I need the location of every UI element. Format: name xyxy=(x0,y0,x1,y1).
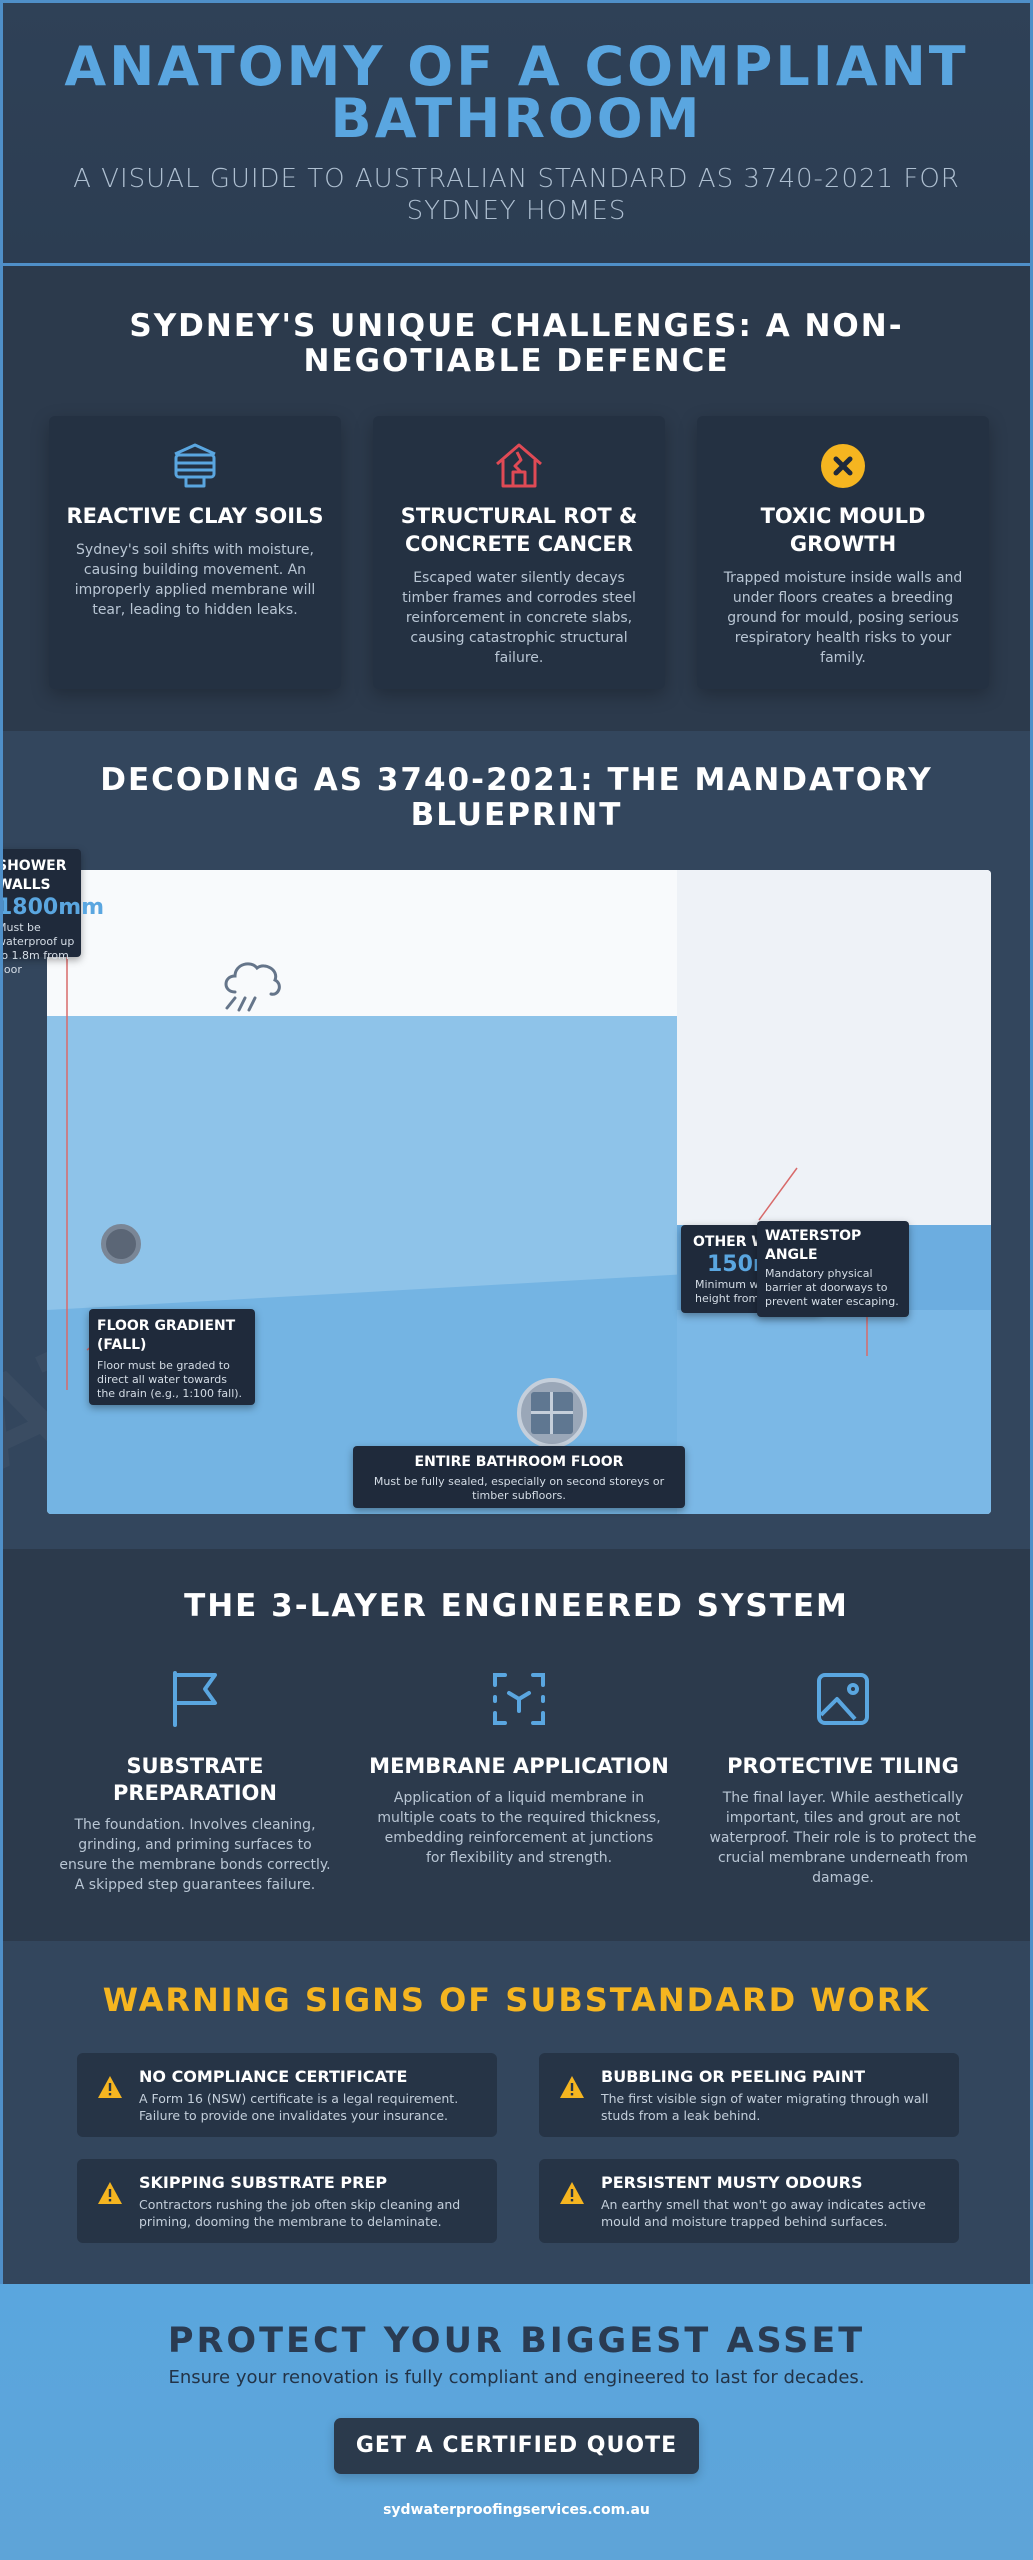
header: ANATOMY OF A COMPLIANT BATHROOM A VISUAL… xyxy=(3,3,1030,266)
warning-icon xyxy=(559,2181,585,2205)
decoding-section: AT DECODING AS 3740-2021: THE MANDATORY … xyxy=(3,731,1030,1549)
callout-title: WATERSTOP ANGLE xyxy=(765,1228,862,1263)
callout-waterstop: WATERSTOP ANGLE Mandatory physical barri… xyxy=(757,1221,909,1317)
infographic-frame: ANATOMY OF A COMPLIANT BATHROOM A VISUAL… xyxy=(0,0,1033,2284)
callout-title: SHOWER WALLS xyxy=(3,858,67,893)
hazard-x-icon xyxy=(697,440,989,492)
callout-title: ENTIRE BATHROOM FLOOR xyxy=(414,1454,624,1470)
warning-text: The first visible sign of water migratin… xyxy=(601,2091,929,2123)
warnings-section: WARNING SIGNS OF SUBSTANDARD WORK NO COM… xyxy=(3,1941,1030,2284)
callout-value: 1800mm xyxy=(3,895,105,920)
callout-title: FLOOR GRADIENT (FALL) xyxy=(97,1318,236,1353)
callout-desc: Must be fully sealed, especially on seco… xyxy=(373,1475,665,1502)
warning-item: NO COMPLIANCE CERTIFICATE A Form 16 (NSW… xyxy=(77,2053,497,2137)
layer-title: SUBSTRATE PREPARATION xyxy=(113,1754,277,1805)
house-damage-icon xyxy=(373,440,665,492)
layer-tiling: PROTECTIVE TILING The final layer. While… xyxy=(693,1667,993,1888)
warning-title: NO COMPLIANCE CERTIFICATE xyxy=(139,2067,408,2086)
warning-icon xyxy=(97,2181,123,2205)
layer-text: The foundation. Involves cleaning, grind… xyxy=(59,1817,331,1893)
layer-membrane: MEMBRANE APPLICATION Application of a li… xyxy=(369,1667,669,1868)
challenges-title: SYDNEY'S UNIQUE CHALLENGES: A NON-NEGOTI… xyxy=(129,308,904,379)
callout-desc: Mandatory physical barrier at doorways t… xyxy=(765,1267,899,1308)
callout-floor-gradient: FLOOR GRADIENT (FALL) Floor must be grad… xyxy=(89,1309,255,1405)
callout-desc: Must be waterproof up to 1.8m from floor xyxy=(3,921,75,976)
warning-title: BUBBLING OR PEELING PAINT xyxy=(601,2067,866,2086)
challenge-card-mould: TOXIC MOULD GROWTH Trapped moisture insi… xyxy=(697,416,989,689)
website-link[interactable]: sydwaterproofingservices.com.au xyxy=(383,2502,650,2518)
layers-section: THE 3-LAYER ENGINEERED SYSTEM SUBSTRATE … xyxy=(3,1549,1030,1941)
cta-title: PROTECT YOUR BIGGEST ASSET xyxy=(167,2321,866,2361)
get-quote-button[interactable]: GET A CERTIFIED QUOTE xyxy=(334,2418,699,2474)
warning-icon xyxy=(559,2075,585,2099)
challenge-card-clay: REACTIVE CLAY SOILS Sydney's soil shifts… xyxy=(49,416,341,689)
warning-title: SKIPPING SUBSTRATE PREP xyxy=(139,2173,388,2192)
page-title: ANATOMY OF A COMPLIANT BATHROOM xyxy=(64,35,969,150)
tap-knob xyxy=(101,1224,141,1264)
layer-title: MEMBRANE APPLICATION xyxy=(369,1754,669,1778)
layer-substrate: SUBSTRATE PREPARATION The foundation. In… xyxy=(45,1667,345,1895)
challenge-title: STRUCTURAL ROT & CONCRETE CANCER xyxy=(400,504,638,556)
image-icon xyxy=(693,1667,993,1731)
foundation-icon xyxy=(49,440,341,492)
warning-item: PERSISTENT MUSTY ODOURS An earthy smell … xyxy=(539,2159,959,2243)
layer-text: Application of a liquid membrane in mult… xyxy=(377,1790,661,1866)
warning-title: PERSISTENT MUSTY ODOURS xyxy=(601,2173,863,2192)
layers-title: THE 3-LAYER ENGINEERED SYSTEM xyxy=(184,1588,849,1624)
warnings-title: WARNING SIGNS OF SUBSTANDARD WORK xyxy=(102,1981,931,2019)
floor-drain-icon xyxy=(517,1378,587,1448)
page-subtitle: A VISUAL GUIDE TO AUSTRALIAN STANDARD AS… xyxy=(73,164,960,226)
callout-entire-floor: ENTIRE BATHROOM FLOOR Must be fully seal… xyxy=(353,1446,685,1508)
back-wall xyxy=(47,870,677,1016)
warning-text: Contractors rushing the job often skip c… xyxy=(139,2197,461,2229)
challenge-card-rot: STRUCTURAL ROT & CONCRETE CANCER Escaped… xyxy=(373,416,665,689)
challenge-text: Escaped water silently decays timber fra… xyxy=(402,570,636,666)
cta-section: PROTECT YOUR BIGGEST ASSET Ensure your r… xyxy=(0,2284,1033,2560)
warning-item: SKIPPING SUBSTRATE PREP Contractors rush… xyxy=(77,2159,497,2243)
warning-item: BUBBLING OR PEELING PAINT The first visi… xyxy=(539,2053,959,2137)
warning-icon xyxy=(97,2075,123,2099)
layer-title: PROTECTIVE TILING xyxy=(727,1754,959,1778)
flag-icon xyxy=(45,1667,345,1731)
warning-text: An earthy smell that won't go away indic… xyxy=(601,2197,926,2229)
layers-select-icon xyxy=(369,1667,669,1731)
challenge-title: REACTIVE CLAY SOILS xyxy=(66,504,324,528)
warning-text: A Form 16 (NSW) certificate is a legal r… xyxy=(139,2091,459,2123)
callout-desc: Floor must be graded to direct all water… xyxy=(97,1359,243,1400)
challenge-text: Trapped moisture inside walls and under … xyxy=(723,570,963,666)
bathroom-diagram xyxy=(47,870,991,1514)
shower-head-icon xyxy=(217,952,287,1020)
callout-shower-walls: SHOWER WALLS 1800mm Must be waterproof u… xyxy=(3,849,105,976)
cta-subtitle: Ensure your renovation is fully complian… xyxy=(168,2367,865,2388)
decoding-title: DECODING AS 3740-2021: THE MANDATORY BLU… xyxy=(100,762,933,833)
challenge-title: TOXIC MOULD GROWTH xyxy=(760,504,926,556)
layer-text: The final layer. While aesthetically imp… xyxy=(709,1790,977,1886)
challenge-text: Sydney's soil shifts with moisture, caus… xyxy=(74,542,316,618)
challenges-section: SYDNEY'S UNIQUE CHALLENGES: A NON-NEGOTI… xyxy=(3,269,1030,731)
